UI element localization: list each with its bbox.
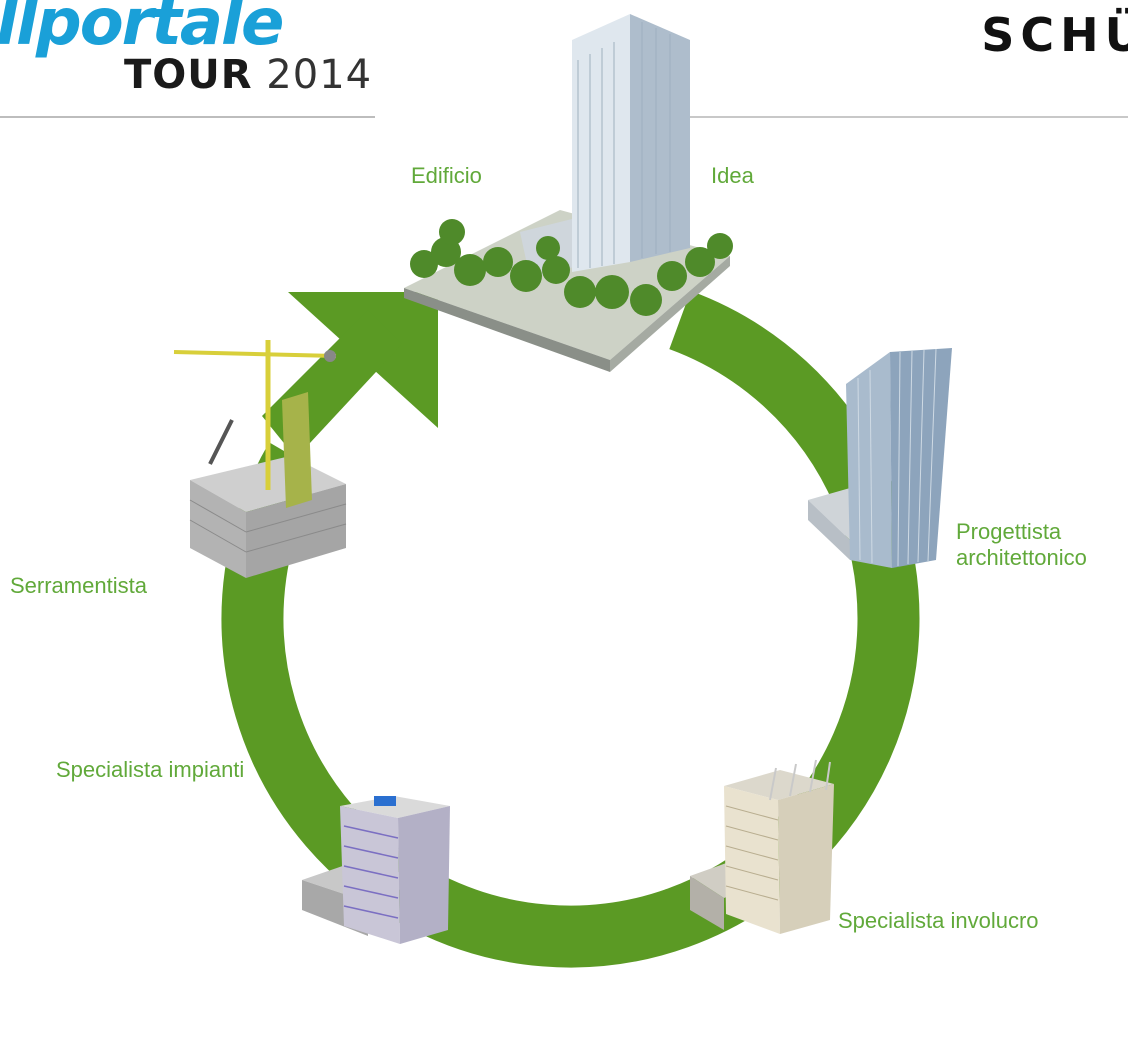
crane-construction-illustration [173, 340, 347, 578]
tour-logo: TOUR 2014 [124, 52, 372, 98]
stage-edificio-label: Edificio [411, 163, 482, 188]
header-divider-left [0, 116, 375, 118]
mep-frame-illustration [302, 796, 450, 944]
glass-office-illustration [808, 348, 952, 568]
stage-impianti-label: Specialista impianti [56, 757, 245, 782]
envelope-frame-illustration [690, 759, 834, 934]
stage-serramentista-label: Serramentista [10, 573, 147, 598]
stage-involucro-label: Specialista involucro [838, 908, 1039, 933]
header-divider-right [688, 116, 1128, 118]
tower-park-illustration [404, 14, 733, 372]
tour-word: TOUR [124, 52, 253, 98]
tour-year: 2014 [266, 52, 373, 98]
brand-logo-text: llportale [0, 0, 284, 60]
partner-logo-text: SCHÜ [981, 8, 1128, 62]
stage-idea-label: Idea [711, 163, 754, 188]
stage-progettista-label: Progettista architettonico [956, 519, 1087, 570]
